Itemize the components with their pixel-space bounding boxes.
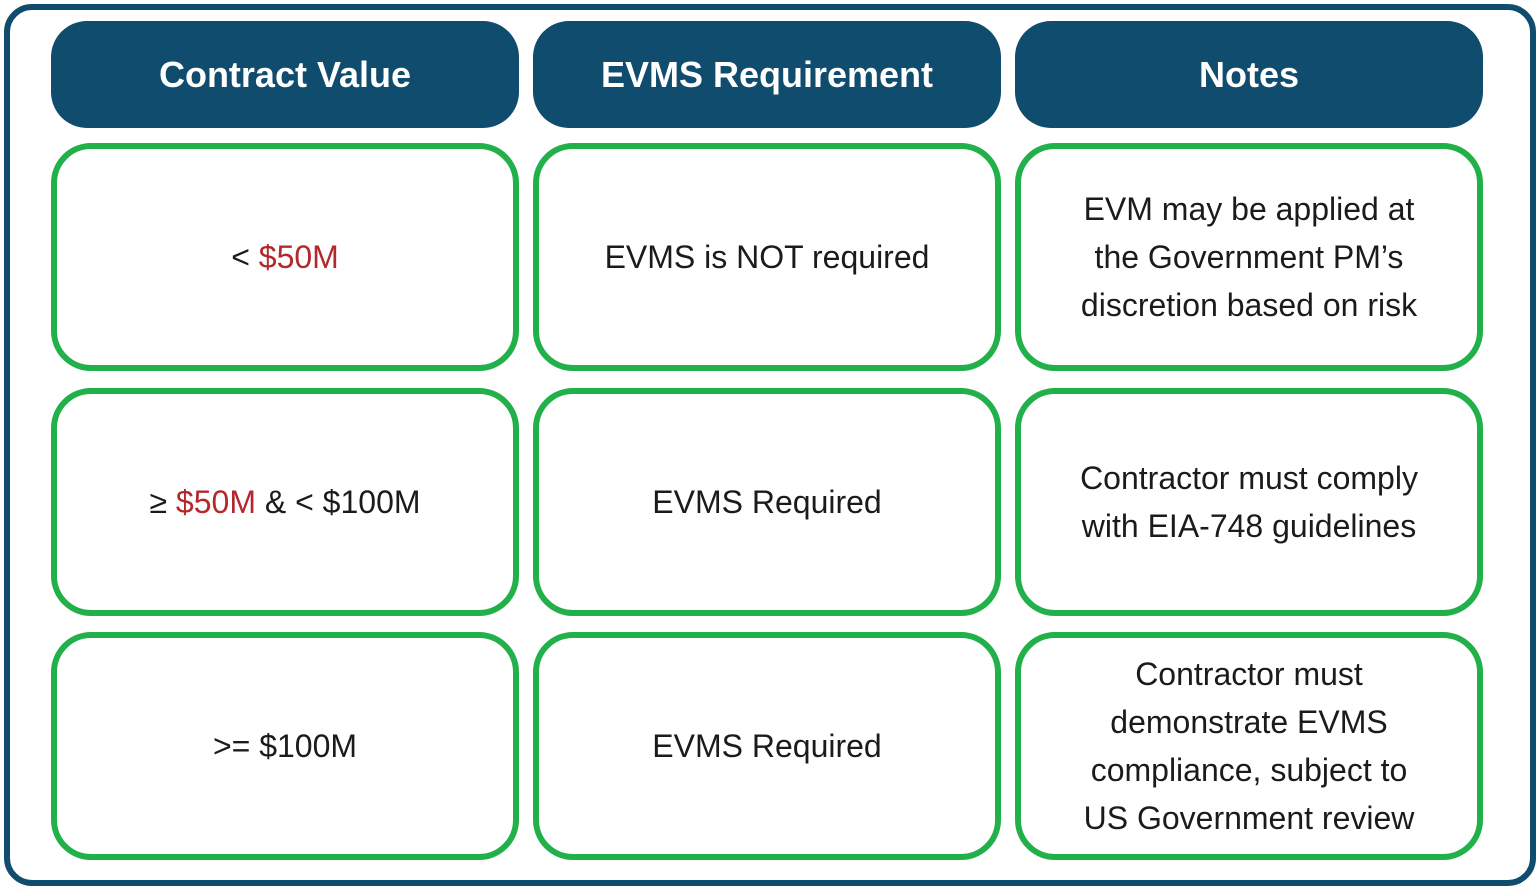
notes-line: EVM may be applied at xyxy=(1083,191,1415,227)
notes-line: with EIA-748 guidelines xyxy=(1081,508,1417,544)
notes-line: Contractor must xyxy=(1135,656,1363,692)
cell-notes-row3: Contractor must demonstrate EVMS complia… xyxy=(1015,632,1483,860)
cell-requirement-row1: EVMS is NOT required xyxy=(533,143,1001,371)
notes-line: Contractor must comply xyxy=(1080,460,1418,496)
value-prefix: < xyxy=(231,239,250,275)
cell-notes-row1: EVM may be applied at the Government PM’… xyxy=(1015,143,1483,371)
cell-notes-row2: Contractor must comply with EIA-748 guid… xyxy=(1015,388,1483,616)
cell-contract-value-row3: >= $100M xyxy=(51,632,519,860)
notes-line: discretion based on risk xyxy=(1080,287,1418,323)
header-evms-requirement: EVMS Requirement xyxy=(533,21,1001,128)
value-highlight: $50M xyxy=(175,484,256,520)
value-prefix: >= $100M xyxy=(212,728,358,764)
value-highlight: $50M xyxy=(258,239,339,275)
header-notes: Notes xyxy=(1015,21,1483,128)
cell-contract-value-row2: ≥ $50M & < $100M xyxy=(51,388,519,616)
value-suffix: & < $100M xyxy=(264,484,421,520)
notes-line: the Government PM’s xyxy=(1094,239,1404,275)
requirement-text: EVMS Required xyxy=(652,728,882,764)
header-contract-value: Contract Value xyxy=(51,21,519,128)
notes-line: US Government review xyxy=(1083,800,1415,836)
cell-contract-value-row1: < $50M xyxy=(51,143,519,371)
requirement-text: EVMS Required xyxy=(652,484,882,520)
requirement-text: EVMS is NOT required xyxy=(604,239,930,275)
notes-line: demonstrate EVMS xyxy=(1110,704,1388,740)
cell-requirement-row2: EVMS Required xyxy=(533,388,1001,616)
cell-requirement-row3: EVMS Required xyxy=(533,632,1001,860)
value-prefix: ≥ xyxy=(149,484,168,520)
notes-line: compliance, subject to xyxy=(1090,752,1408,788)
